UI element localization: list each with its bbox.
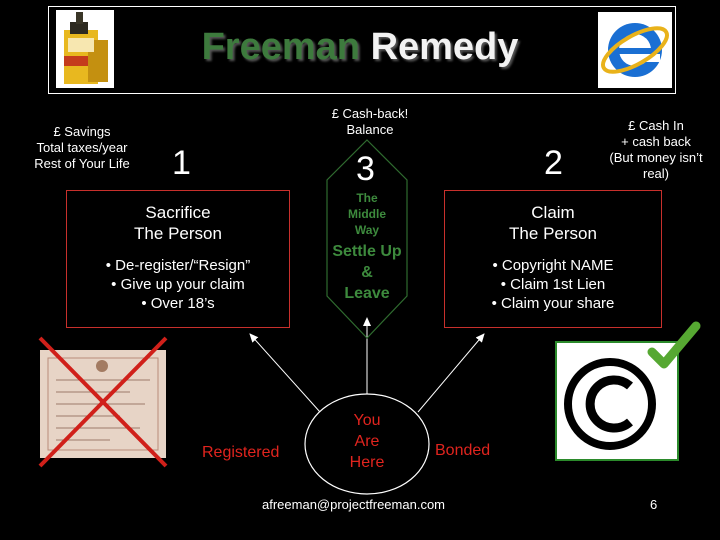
claim-heading: Claim The Person xyxy=(445,202,661,244)
cash-in-note-line: £ Cash In xyxy=(628,118,684,133)
sacrifice-box: Sacrifice The Person • De-register/“Resi… xyxy=(66,190,290,328)
cash-in-note-line: (But money isn’t xyxy=(609,150,703,165)
settle-up-line: & xyxy=(361,264,373,281)
cash-back-note-line: Balance xyxy=(346,122,394,137)
cash-in-note-line: real) xyxy=(642,166,669,181)
claim-bullets: • Copyright NAME • Claim 1st Lien • Clai… xyxy=(445,256,661,313)
sacrifice-heading: Sacrifice The Person xyxy=(67,202,289,244)
title-frame xyxy=(48,6,676,94)
middle-way-line: The xyxy=(356,191,378,205)
savings-note-line: Total taxes/year xyxy=(36,140,128,155)
savings-note-line: £ Savings xyxy=(53,124,111,139)
claim-box: Claim The Person • Copyright NAME • Clai… xyxy=(444,190,662,328)
internet-explorer-icon xyxy=(598,12,672,88)
you-are-here-label: You Are Here xyxy=(330,410,404,473)
title-word-remedy: Remedy xyxy=(370,26,519,68)
claim-bullet: • Copyright NAME xyxy=(492,257,614,274)
savings-note: £ Savings Total taxes/year Rest of Your … xyxy=(22,124,142,172)
settle-up-line: Leave xyxy=(344,285,390,302)
slide-title: Freeman Remedy xyxy=(0,26,720,69)
cash-in-note-line: + cash back xyxy=(621,134,691,149)
claim-heading-line: The Person xyxy=(509,224,597,243)
cash-back-note: £ Cash-back! Balance xyxy=(310,106,430,138)
sacrifice-bullet: • De-register/“Resign” xyxy=(105,257,251,274)
option-number-3: 3 xyxy=(356,150,375,188)
claim-bullet: • Claim your share xyxy=(491,295,615,312)
bonded-label: Bonded xyxy=(435,442,491,459)
you-are-here-line: You xyxy=(353,412,381,429)
cash-in-note: £ Cash In + cash back (But money isn’t r… xyxy=(598,118,714,182)
slide-number: 6 xyxy=(650,497,658,512)
crossed-certificate-icon xyxy=(38,336,168,468)
middle-way-line: Middle xyxy=(348,207,386,221)
cash-back-note-line: £ Cash-back! xyxy=(331,106,409,121)
middle-way-line: Way xyxy=(354,223,380,237)
registered-label: Registered xyxy=(202,444,280,461)
settle-up-line: Settle Up xyxy=(332,243,402,260)
settle-up-label: Settle Up & Leave xyxy=(312,241,422,304)
you-are-here-line: Here xyxy=(349,454,385,471)
you-are-here-line: Are xyxy=(354,433,380,450)
savings-note-line: Rest of Your Life xyxy=(34,156,130,171)
you-are-here-circle xyxy=(304,393,430,495)
rescue-remedy-bottle-icon xyxy=(56,10,114,88)
sacrifice-bullet: • Give up your claim xyxy=(111,276,245,293)
sacrifice-heading-line: The Person xyxy=(134,224,222,243)
sacrifice-bullets: • De-register/“Resign” • Give up your cl… xyxy=(67,256,289,313)
footer-email: afreeman@projectfreeman.com xyxy=(262,497,445,512)
option-number-2: 2 xyxy=(544,144,563,182)
sacrifice-bullet: • Over 18’s xyxy=(141,295,215,312)
middle-way-shape xyxy=(326,139,408,339)
claim-bullet: • Claim 1st Lien xyxy=(500,276,606,293)
middle-way-label: The Middle Way xyxy=(322,190,412,238)
copyright-checkmark-icon xyxy=(555,321,701,461)
claim-heading-line: Claim xyxy=(531,203,575,222)
option-number-1: 1 xyxy=(172,144,191,182)
sacrifice-heading-line: Sacrifice xyxy=(145,203,211,222)
arrow-right xyxy=(417,333,485,413)
arrow-left xyxy=(249,333,321,413)
title-word-freeman: Freeman xyxy=(201,26,360,68)
